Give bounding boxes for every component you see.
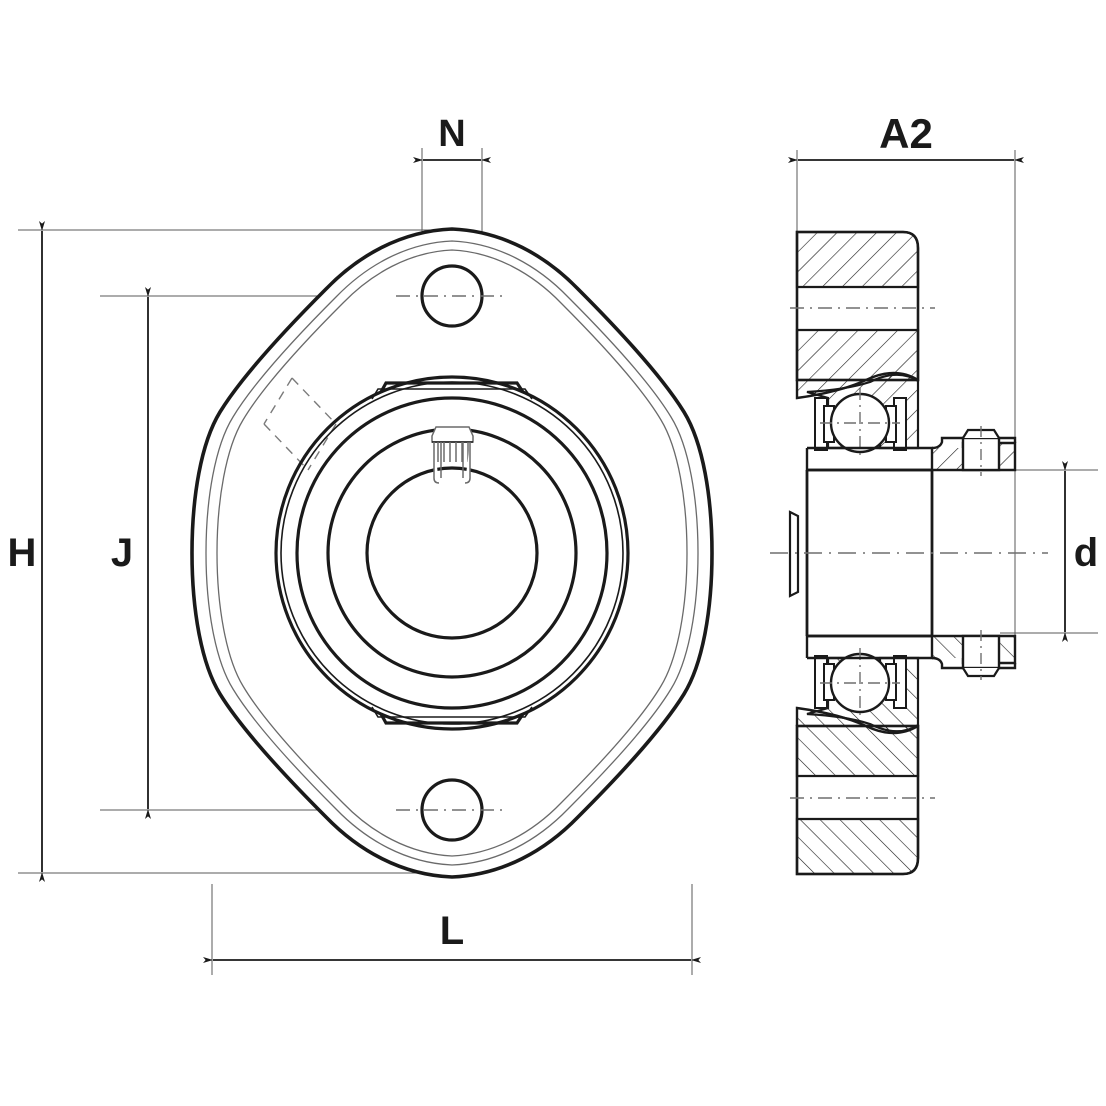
extension-lines <box>18 148 1098 975</box>
dimension-lines <box>39 157 1068 963</box>
ball-centerlines <box>820 388 900 718</box>
bolt-hole-centerlines <box>396 295 508 811</box>
dim-label-L: L <box>440 909 464 953</box>
dim-label-N: N <box>438 113 465 155</box>
shaft-bore-circle <box>365 466 539 640</box>
flange-inner-offset-2 <box>216 249 688 857</box>
dim-label-H: H <box>8 531 37 575</box>
flange-inner-offset-1 <box>205 240 699 866</box>
bore-keyway <box>788 510 800 598</box>
section-flange-upper <box>790 230 935 382</box>
dim-label-A2: A2 <box>879 110 933 157</box>
bearing-seal-upper <box>814 397 907 451</box>
front-flange-view <box>190 227 714 879</box>
bearing-inner-ring-lower <box>805 630 1017 680</box>
outer-ring-circle <box>295 396 609 710</box>
dim-label-J: J <box>111 531 133 575</box>
section-flange-lower <box>790 724 935 876</box>
seal-outer-circle <box>274 375 630 731</box>
set-screw-front <box>431 426 474 484</box>
dim-label-d: d <box>1074 531 1098 575</box>
snapring-notch-thin <box>371 388 533 718</box>
snapring-notches <box>379 381 525 725</box>
side-section-view <box>770 230 1048 876</box>
